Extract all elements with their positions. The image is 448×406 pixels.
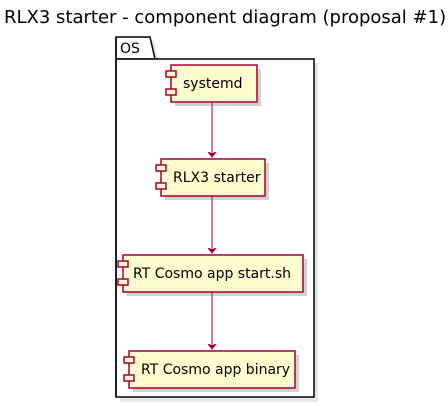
diagram-title: RLX3 starter - component diagram (propos… (4, 7, 446, 28)
component-port-icon (155, 182, 167, 190)
component-port-icon (123, 356, 135, 364)
component-systemd[interactable]: systemd (165, 64, 261, 106)
component-port-icon (165, 88, 177, 96)
component-label: systemd (183, 76, 243, 92)
component-rt-cosmo-start-sh[interactable]: RT Cosmo app start.sh (117, 254, 307, 296)
component-label: RT Cosmo app start.sh (133, 266, 291, 282)
package-os: OS (115, 36, 318, 402)
component-rlx3-starter[interactable]: RLX3 starter (155, 158, 269, 200)
package-body (115, 58, 315, 398)
component-port-icon (155, 164, 167, 172)
component-label: RT Cosmo app binary (141, 362, 290, 378)
component-port-icon (117, 260, 129, 268)
component-label: RLX3 starter (173, 170, 261, 186)
component-port-icon (165, 70, 177, 78)
component-port-icon (123, 374, 135, 382)
component-port-icon (117, 278, 129, 286)
package-label: OS (120, 41, 140, 57)
component-rt-cosmo-binary[interactable]: RT Cosmo app binary (123, 350, 299, 392)
